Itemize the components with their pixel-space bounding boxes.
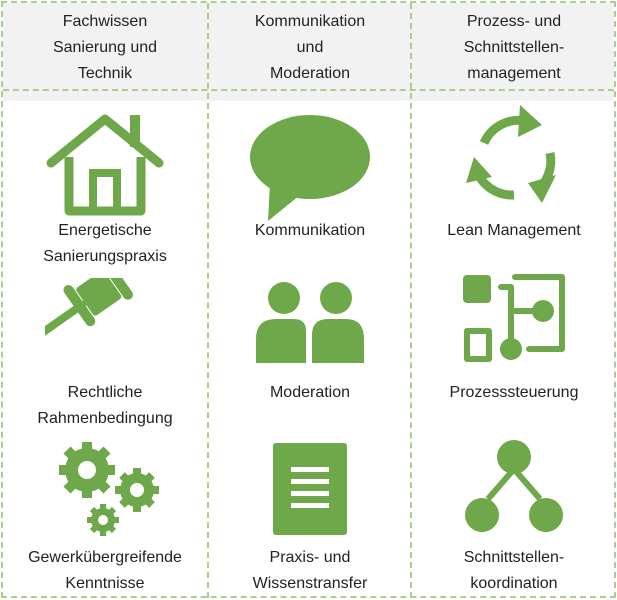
column-header: Kommunikation und Moderation: [208, 9, 412, 87]
column-fachwissen: Fachwissen Sanierung und Technik Energet…: [3, 3, 207, 598]
header-line: und: [296, 39, 324, 56]
header-line: Moderation: [269, 65, 351, 82]
item-label: Moderation: [208, 380, 412, 406]
header-line: Kommunikation: [254, 13, 366, 30]
gavel-icon: [45, 278, 165, 368]
column-kommunikation: Kommunikation und Moderation Kommunikati…: [208, 3, 412, 598]
header-line: Fachwissen: [62, 13, 148, 30]
item-label: Kommunikation: [208, 218, 412, 244]
label-line: koordination: [470, 575, 558, 592]
label-line: Rechtliche: [67, 384, 143, 401]
label-line: Kommunikation: [254, 222, 366, 239]
document-icon: [273, 443, 347, 535]
column-header: Fachwissen Sanierung und Technik: [3, 9, 207, 87]
label-line: Moderation: [269, 384, 351, 401]
label-line: Gewerkübergreifende: [28, 549, 182, 566]
column-divider: [410, 3, 412, 598]
header-row: [3, 3, 614, 101]
header-line: Prozess- und: [466, 13, 562, 30]
gears-icon: [45, 440, 165, 540]
label-line: Kenntnisse: [65, 575, 145, 592]
label-line: Wissenstransfer: [252, 575, 368, 592]
label-line: Prozesssteuerung: [449, 384, 579, 401]
item-label: Energetische Sanierungspraxis: [3, 218, 207, 270]
label-line: Praxis- und: [269, 549, 351, 566]
header-line: management: [467, 65, 561, 82]
label-line: Lean Management: [447, 222, 581, 239]
item-label: Gewerkübergreifende Kenntnisse: [3, 545, 207, 597]
column-prozess: Prozess- und Schnittstellen- management …: [412, 3, 616, 598]
cycle-arrows-icon: [464, 103, 564, 209]
item-label: Prozesssteuerung: [412, 380, 616, 406]
item-label: Praxis- und Wissenstransfer: [208, 545, 412, 597]
label-line: Energetische: [58, 222, 152, 239]
header-line: Sanierung und: [52, 39, 158, 56]
column-header: Prozess- und Schnittstellen- management: [412, 9, 616, 87]
item-label: Lean Management: [412, 218, 616, 244]
header-line: Technik: [77, 65, 133, 82]
people-icon: [254, 281, 366, 363]
label-line: Schnittstellen-: [463, 549, 565, 566]
header-divider: [3, 89, 614, 91]
house-icon: [45, 111, 165, 217]
item-label: Schnittstellen- koordination: [412, 545, 616, 597]
hierarchy-icon: [464, 439, 564, 535]
process-flow-icon: [461, 273, 567, 365]
label-line: Rahmenbedingung: [37, 410, 173, 427]
speech-bubble-icon: [248, 113, 372, 223]
item-label: Rechtliche Rahmenbedingung: [3, 380, 207, 432]
header-line: Schnittstellen-: [463, 39, 565, 56]
column-divider: [207, 3, 209, 598]
label-line: Sanierungspraxis: [43, 248, 167, 265]
